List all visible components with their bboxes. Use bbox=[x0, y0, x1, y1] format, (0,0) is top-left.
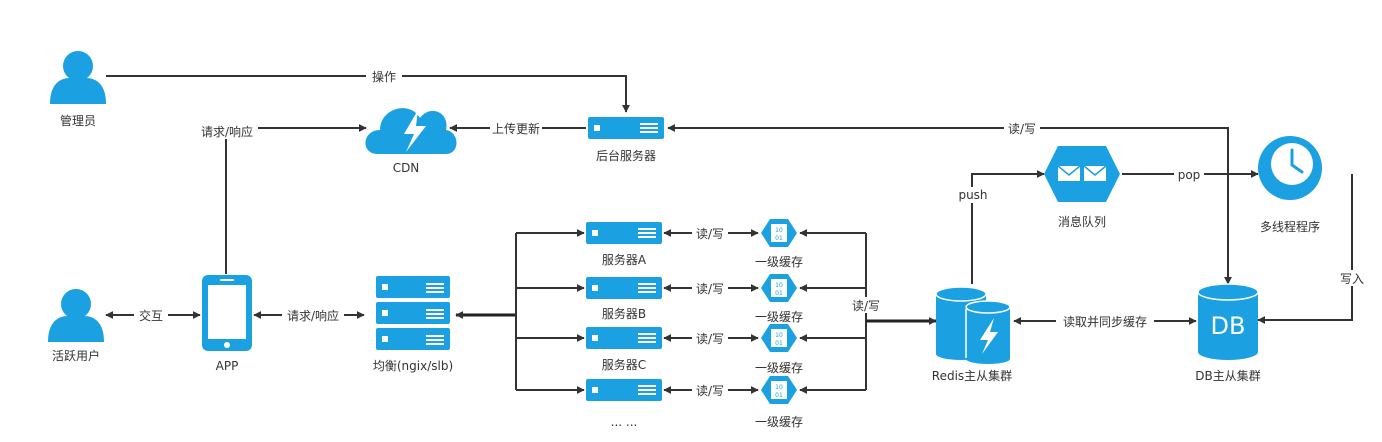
server-stack-icon bbox=[376, 276, 450, 350]
label-pop: pop bbox=[1178, 168, 1201, 182]
label-cache-4: 一级缓存 bbox=[755, 415, 803, 429]
node-db: DB DB主从集群 bbox=[1195, 283, 1261, 383]
label-rw-cache-4: 读/写 bbox=[696, 384, 724, 398]
clock-worker-icon bbox=[1258, 136, 1322, 207]
node-message-queue: 消息队列 bbox=[1044, 146, 1120, 229]
node-server-b: 服务器B bbox=[586, 277, 662, 321]
svg-text:10: 10 bbox=[775, 332, 783, 339]
user-icon bbox=[50, 51, 106, 104]
label-request-balancer: 请求/响应 bbox=[287, 308, 339, 323]
edge-push bbox=[971, 170, 1045, 284]
node-cache-4: 10 01 一级缓存 bbox=[755, 376, 803, 429]
node-balancer: 均衡(ngix/slb) bbox=[373, 276, 453, 373]
server-icon bbox=[586, 222, 662, 244]
node-server-more: ... ... bbox=[586, 379, 662, 429]
user-icon bbox=[48, 289, 104, 342]
svg-text:01: 01 bbox=[775, 392, 783, 399]
label-redis: Redis主从集群 bbox=[932, 368, 1012, 383]
label-cdn: CDN bbox=[393, 161, 420, 175]
svg-text:01: 01 bbox=[775, 235, 783, 242]
svg-text:10: 10 bbox=[775, 282, 783, 289]
message-queue-icon bbox=[1044, 146, 1120, 202]
node-worker: 多线程程序 bbox=[1258, 136, 1322, 234]
label-request-cdn: 请求/响应 bbox=[201, 124, 253, 139]
node-cache-1: 10 01 一级缓存 bbox=[755, 219, 803, 269]
node-server-c: 服务器C bbox=[586, 327, 662, 372]
edge-request-cdn bbox=[225, 124, 367, 274]
node-cache-3: 10 01 一级缓存 bbox=[755, 324, 803, 375]
server-icon bbox=[586, 277, 662, 299]
label-push: push bbox=[958, 188, 987, 202]
edge-operate bbox=[106, 75, 630, 113]
label-upload-update: 上传更新 bbox=[492, 121, 540, 136]
label-rw-cache-2: 读/写 bbox=[696, 282, 724, 296]
cache-icon: 10 01 bbox=[761, 219, 797, 247]
cloud-cdn-icon bbox=[365, 108, 457, 154]
svg-text:10: 10 bbox=[775, 227, 783, 234]
label-backend-server: 后台服务器 bbox=[596, 148, 656, 163]
edge-write-in bbox=[1257, 174, 1353, 324]
svg-text:01: 01 bbox=[775, 340, 783, 347]
label-rw-cache-1: 读/写 bbox=[696, 227, 724, 241]
label-cache-3: 一级缓存 bbox=[755, 361, 803, 375]
node-backend-server: 后台服务器 bbox=[588, 117, 664, 163]
cache-icon: 10 01 bbox=[761, 324, 797, 352]
label-server-more: ... ... bbox=[611, 415, 638, 429]
node-cdn: CDN bbox=[365, 108, 457, 175]
edge-labels: 操作 上传更新 请求/响应 读/写 交互 请求/响应 读/写 读/写 读/写 读… bbox=[134, 68, 1370, 398]
database-icon: DB bbox=[1197, 283, 1259, 360]
node-cache-2: 10 01 一级缓存 bbox=[755, 274, 803, 324]
label-active-user: 活跃用户 bbox=[52, 348, 100, 363]
label-message-queue: 消息队列 bbox=[1058, 214, 1106, 229]
db-icon-text: DB bbox=[1211, 312, 1246, 340]
label-rw-cache-3: 读/写 bbox=[696, 332, 724, 346]
svg-text:10: 10 bbox=[775, 384, 783, 391]
label-balancer: 均衡(ngix/slb) bbox=[373, 359, 453, 373]
server-icon bbox=[588, 117, 664, 139]
label-cache-2: 一级缓存 bbox=[755, 310, 803, 324]
label-read-sync: 读取并同步缓存 bbox=[1063, 315, 1147, 329]
node-admin: 管理员 bbox=[50, 51, 106, 128]
server-icon bbox=[586, 327, 662, 349]
redis-cache-icon bbox=[935, 286, 1011, 364]
label-admin: 管理员 bbox=[60, 113, 96, 128]
cache-icon: 10 01 bbox=[761, 376, 797, 404]
label-write-in: 写入 bbox=[1340, 272, 1364, 286]
node-active-user: 活跃用户 bbox=[48, 289, 104, 363]
node-redis: Redis主从集群 bbox=[932, 286, 1012, 383]
edge-rw-backend-db bbox=[667, 124, 1232, 285]
label-cache-1: 一级缓存 bbox=[755, 255, 803, 269]
node-server-a: 服务器A bbox=[586, 222, 662, 267]
label-rw-backend-db: 读/写 bbox=[1008, 122, 1036, 136]
label-server-b: 服务器B bbox=[602, 306, 646, 321]
label-rw-redis: 读/写 bbox=[852, 299, 880, 313]
label-worker: 多线程程序 bbox=[1260, 219, 1320, 234]
label-interact: 交互 bbox=[139, 308, 163, 323]
svg-text:01: 01 bbox=[775, 290, 783, 297]
mobile-phone-icon bbox=[202, 275, 252, 351]
label-operate: 操作 bbox=[372, 69, 396, 84]
cache-icon: 10 01 bbox=[761, 274, 797, 302]
label-server-c: 服务器C bbox=[602, 357, 646, 372]
node-app: APP bbox=[202, 275, 252, 373]
label-app: APP bbox=[216, 359, 239, 373]
label-db: DB主从集群 bbox=[1195, 368, 1260, 383]
label-server-a: 服务器A bbox=[602, 252, 647, 267]
server-icon bbox=[586, 379, 662, 401]
